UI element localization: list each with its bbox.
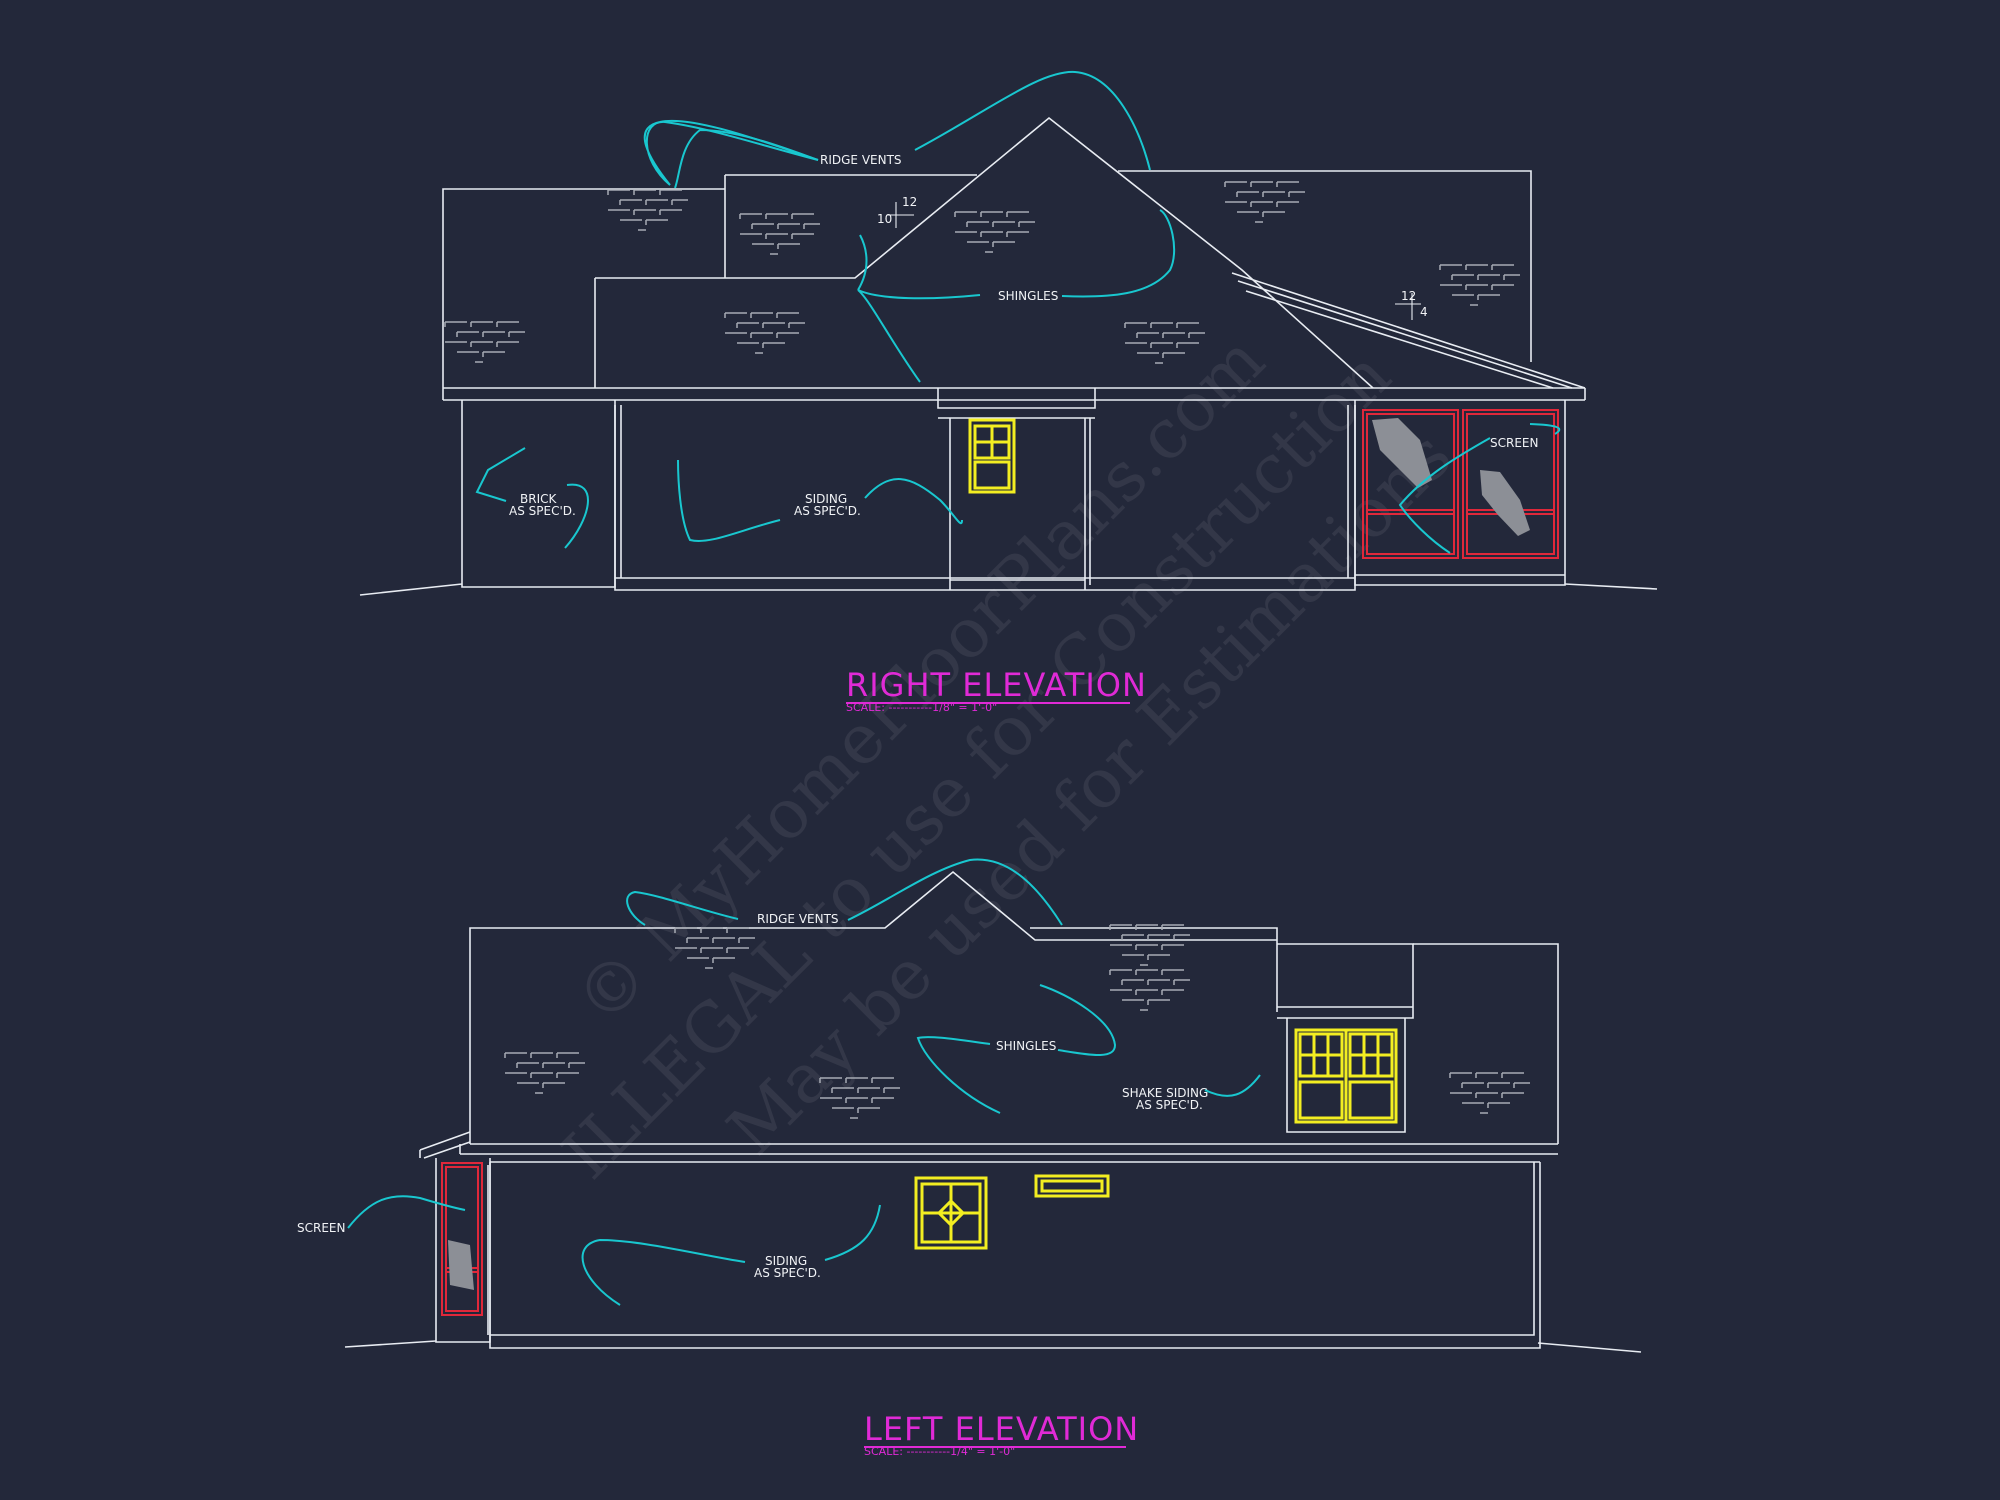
shake-label-2: AS SPEC'D. [1136, 1098, 1203, 1112]
brick-label-1: BRICK [520, 492, 557, 506]
right-shingles-label: SHINGLES [998, 289, 1058, 303]
shake-label-1: SHAKE SIDING [1122, 1086, 1208, 1100]
left-elevation: RIDGE VENTS SHINGLES SHAKE SIDING AS SPE… [297, 858, 1642, 1458]
left-roof [419, 870, 1559, 1159]
left-walls [435, 1158, 1541, 1349]
left-siding-label-2: AS SPEC'D. [754, 1266, 821, 1280]
siding-label-1: SIDING [805, 492, 847, 506]
left-diamond-window [914, 1176, 988, 1250]
watermark: © MyHomeFloorPlans.com ILLEGAL to use fo… [548, 321, 1467, 1195]
left-screen-label: SCREEN [297, 1221, 345, 1235]
left-screen [441, 1162, 483, 1316]
grade-line-left [359, 583, 463, 596]
right-elevation-title: RIGHT ELEVATION [846, 666, 1147, 704]
brick-label-2: AS SPEC'D. [509, 504, 576, 518]
right-pitch-porch: 12 4 [1395, 289, 1428, 320]
pitch-rise: 10 [877, 212, 892, 226]
left-ridge-vents-label: RIDGE VENTS [757, 912, 839, 926]
grade-line-right [1564, 583, 1658, 590]
watermark-line-2: ILLEGAL to use for Construction [548, 336, 1406, 1194]
right-elevation: 12 10 12 4 RIDGE VENTS SHINGLES BRICK [359, 70, 1658, 714]
siding-label-2: AS SPEC'D. [794, 504, 861, 518]
left-elevation-scale: SCALE: -----------1/4" = 1'-0" [864, 1445, 1015, 1458]
left-grade-line-left [344, 1340, 437, 1348]
right-window [968, 418, 1016, 494]
left-grade-line-right [1537, 1342, 1642, 1353]
left-elevation-title: LEFT ELEVATION [864, 1410, 1139, 1448]
right-screen-label: SCREEN [1490, 436, 1538, 450]
left-leaders [347, 858, 1261, 1306]
left-vent-window [1034, 1174, 1110, 1198]
right-roof [442, 116, 1586, 419]
right-walls [461, 400, 1566, 591]
right-pitch-main: 12 10 [877, 195, 917, 228]
right-ridge-vents-label: RIDGE VENTS [820, 153, 902, 167]
pitch-rise-porch: 4 [1420, 305, 1428, 319]
right-screen-porch [1362, 409, 1559, 559]
left-siding-label-1: SIDING [765, 1254, 807, 1268]
right-leaders [475, 70, 1561, 554]
left-dormer-window [1286, 1018, 1406, 1133]
left-shingles-label: SHINGLES [996, 1039, 1056, 1053]
pitch-run-porch: 12 [1401, 289, 1416, 303]
pitch-run: 12 [902, 195, 917, 209]
right-elevation-scale: SCALE: -----------1/8" = 1'-0" [846, 701, 997, 714]
